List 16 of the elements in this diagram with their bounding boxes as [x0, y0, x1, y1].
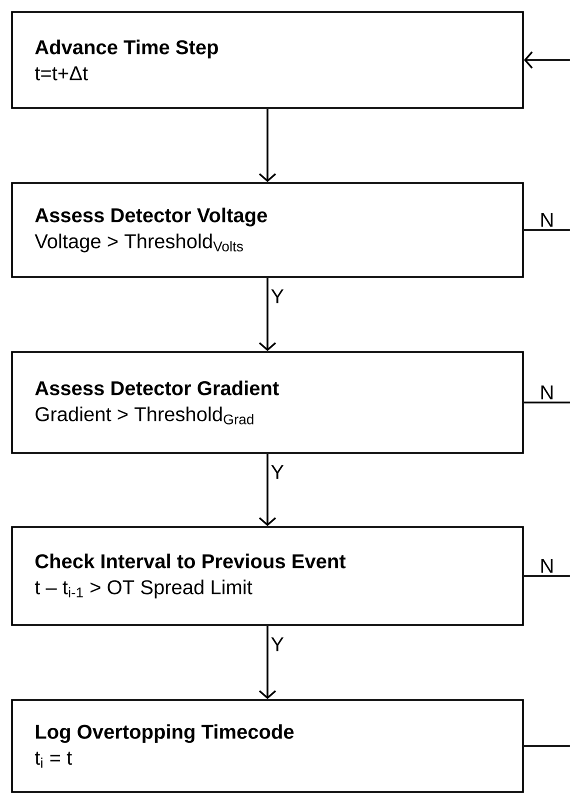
edge-label: Y: [270, 288, 286, 304]
edge-label: Y: [270, 464, 286, 480]
edge-label: N: [538, 212, 556, 228]
edge-label: Y: [270, 636, 286, 652]
process-box: Assess Detector Voltage Voltage > Threshold$_{Volts}$: [11, 182, 524, 278]
process-box: Assess Detector Gradient Gradient > Threshold$_{Grad}$: [11, 351, 524, 454]
arrow: [258, 108, 276, 182]
edge-label: N: [538, 384, 556, 400]
arrow: [524, 51, 570, 69]
arrow: [258, 278, 276, 352]
arrow: [258, 454, 276, 526]
process-box: Log Overtopping Timecode t$_{i}$ = t: [11, 699, 524, 793]
process-box: Advance Time Step t=t+Δt: [11, 11, 524, 109]
arrow: [258, 626, 276, 700]
edge-label: N: [538, 558, 556, 574]
process-box: Check Interval to Previous Event t – t$_{i-1}$ > OT Spread Limit: [11, 526, 524, 626]
